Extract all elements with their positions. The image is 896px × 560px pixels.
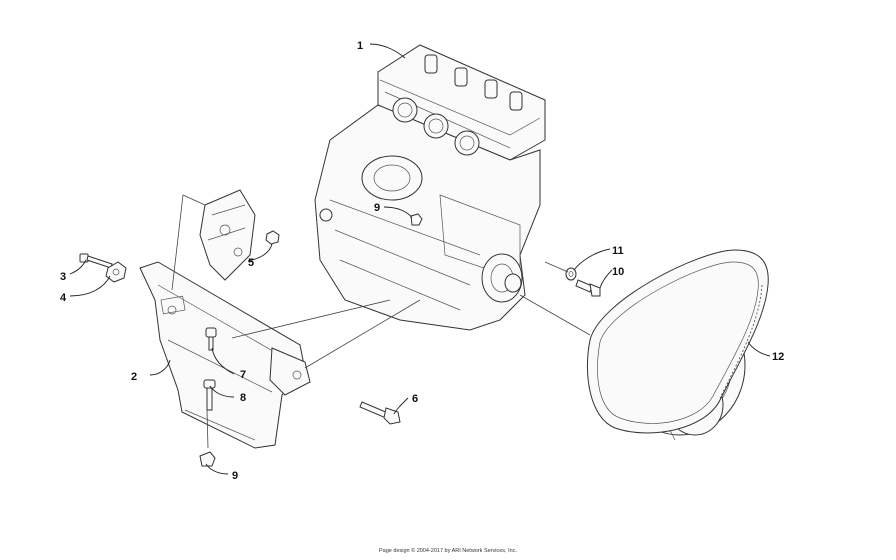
callout-10[interactable]: 10 (612, 266, 624, 278)
callout-9-lower[interactable]: 9 (232, 470, 238, 482)
callout-8[interactable]: 8 (240, 392, 246, 404)
callout-11[interactable]: 11 (612, 245, 624, 257)
nut-9-upper[interactable] (410, 213, 423, 226)
engine-assembly[interactable] (314, 44, 546, 331)
bolt-10[interactable] (575, 279, 601, 297)
alignment-lines (171, 194, 591, 449)
callout-6[interactable]: 6 (412, 393, 418, 405)
callout-1[interactable]: 1 (357, 40, 363, 52)
washer-11[interactable] (565, 267, 577, 281)
bolt-7[interactable] (205, 327, 217, 351)
copyright-footer: Page design © 2004-2017 by ARI Network S… (379, 548, 517, 554)
callout-7[interactable]: 7 (240, 369, 246, 381)
callout-5[interactable]: 5 (248, 257, 254, 269)
drive-belt[interactable] (586, 249, 769, 434)
mount-bracket[interactable] (199, 189, 256, 281)
bolt-6[interactable] (359, 401, 401, 425)
nut-4[interactable] (105, 261, 127, 283)
bolt-3[interactable] (79, 253, 113, 269)
nut-9-lower[interactable] (199, 451, 216, 467)
engine-mount-plate[interactable] (139, 261, 311, 449)
nut-5[interactable] (265, 230, 280, 245)
callout-9-upper[interactable]: 9 (374, 202, 380, 214)
leader-lines (69, 43, 771, 475)
callout-3[interactable]: 3 (60, 271, 66, 283)
callout-2[interactable]: 2 (131, 371, 137, 383)
callout-12[interactable]: 12 (772, 351, 784, 363)
callout-4[interactable]: 4 (60, 292, 67, 304)
callout-labels: 1 2 3 4 5 6 7 8 9 9 10 11 12 (60, 40, 784, 482)
bolt-8[interactable] (203, 379, 216, 411)
